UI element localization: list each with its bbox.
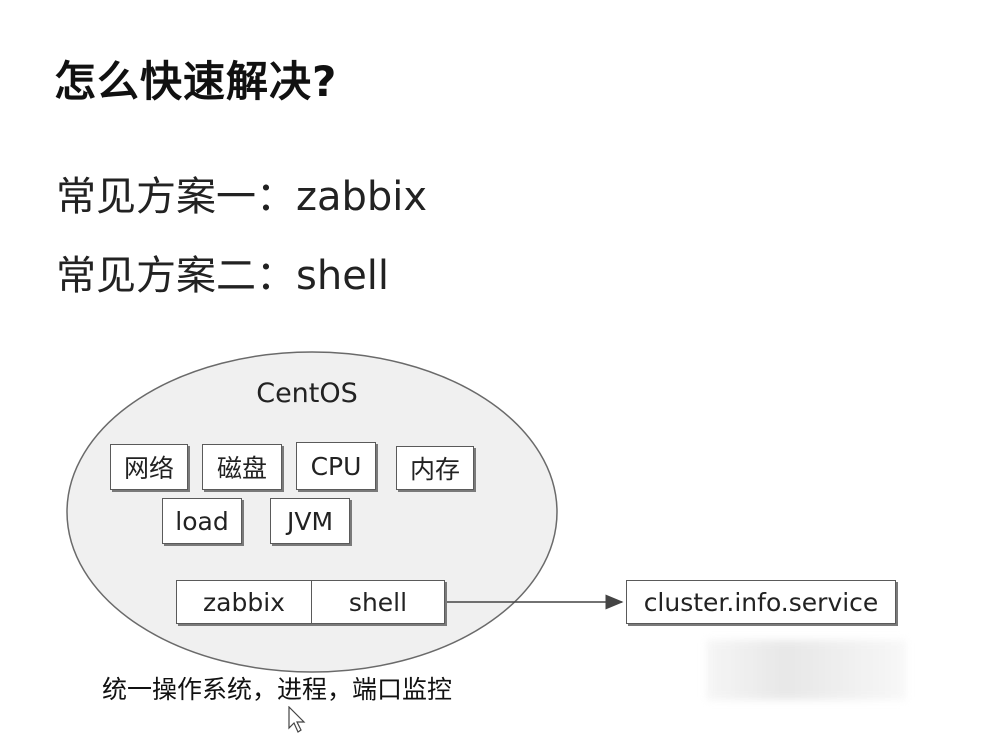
page-title: 怎么快速解决? bbox=[54, 57, 338, 106]
tool-zabbix-box: zabbix bbox=[176, 580, 312, 624]
metric-jvm-box: JVM bbox=[270, 498, 350, 544]
metric-load-box: load bbox=[162, 498, 242, 544]
option-one: 常见方案一：zabbix bbox=[56, 174, 428, 220]
metric-cpu-box: CPU bbox=[296, 442, 376, 490]
tool-shell-box: shell bbox=[311, 580, 445, 624]
diagram-caption: 统一操作系统，进程，端口监控 bbox=[102, 675, 453, 704]
centos-label: CentOS bbox=[256, 378, 358, 409]
metric-memory-box: 内存 bbox=[396, 446, 474, 490]
metric-disk-box: 磁盘 bbox=[202, 444, 282, 490]
option-two: 常见方案二：shell bbox=[56, 253, 390, 299]
mouse-pointer-icon bbox=[288, 706, 306, 733]
metric-network-box: 网络 bbox=[110, 444, 188, 490]
watermark-blur bbox=[706, 640, 906, 700]
cluster-service-box: cluster.info.service bbox=[626, 580, 896, 624]
